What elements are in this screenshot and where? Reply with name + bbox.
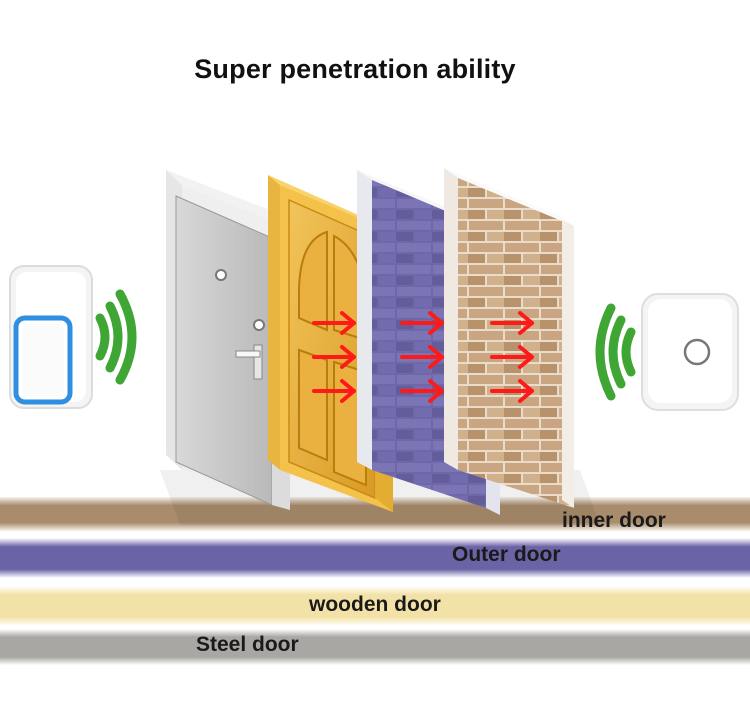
label-steel-door: Steel door bbox=[196, 633, 299, 656]
band-steel-door bbox=[0, 629, 750, 665]
right-arrow-icon bbox=[400, 311, 444, 335]
page-title: Super penetration ability bbox=[194, 54, 516, 84]
label-inner-door: inner door bbox=[562, 509, 666, 532]
band-outer-door bbox=[0, 538, 750, 578]
right-arrow-icon bbox=[312, 379, 356, 403]
doorbell-button-icon bbox=[9, 265, 93, 409]
right-arrow-icon bbox=[490, 379, 534, 403]
signal-arrows bbox=[312, 311, 534, 403]
right-arrow-icon bbox=[400, 345, 444, 369]
band-wooden-door bbox=[0, 586, 750, 626]
label-outer-door: Outer door bbox=[452, 543, 561, 566]
right-arrow-icon bbox=[312, 311, 356, 335]
right-arrow-icon bbox=[490, 345, 534, 369]
wireless-signal-icon bbox=[595, 303, 636, 401]
doorbell-receiver-icon bbox=[641, 293, 739, 411]
right-arrow-icon bbox=[490, 311, 534, 335]
right-arrow-icon bbox=[400, 379, 444, 403]
tan-brick-wall bbox=[444, 168, 574, 508]
label-wooden-door: wooden door bbox=[309, 593, 441, 616]
wireless-signal-icon bbox=[95, 289, 137, 385]
right-arrow-icon bbox=[312, 345, 356, 369]
